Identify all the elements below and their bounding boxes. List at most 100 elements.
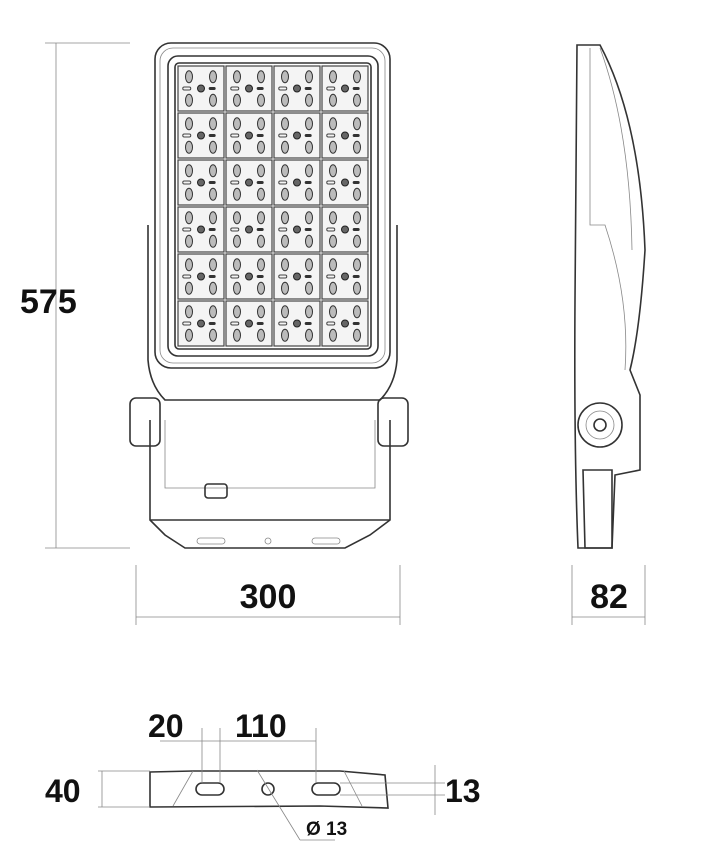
led-module [177, 112, 225, 159]
led-lens [305, 281, 313, 295]
led-lens [257, 234, 265, 248]
led-lens [329, 281, 337, 295]
led-center [293, 131, 301, 140]
led-lens [209, 187, 217, 201]
led-center [245, 84, 253, 93]
led-lens [233, 281, 241, 295]
led-lens [233, 140, 241, 154]
width-dimension: 300 [240, 578, 297, 616]
led-lens [305, 234, 313, 248]
led-lens [329, 234, 337, 248]
led-lens [305, 140, 313, 154]
height-dimension: 575 [20, 283, 77, 321]
led-module [225, 112, 273, 159]
led-lens [257, 93, 265, 107]
led-module [177, 300, 225, 347]
led-lens [257, 70, 265, 84]
bracket-detail [98, 728, 445, 841]
led-module [273, 300, 321, 347]
led-lens [257, 187, 265, 201]
led-module [225, 253, 273, 300]
led-center [197, 131, 205, 140]
led-module [321, 112, 369, 159]
led-lens [185, 70, 193, 84]
led-lens [353, 140, 361, 154]
led-lens [353, 164, 361, 178]
led-lens [257, 117, 265, 131]
led-lens [329, 305, 337, 319]
led-module [273, 206, 321, 253]
led-module [273, 65, 321, 112]
led-lens [281, 234, 289, 248]
led-lens [233, 164, 241, 178]
led-lens [305, 187, 313, 201]
led-lens [185, 140, 193, 154]
led-center [245, 178, 253, 187]
led-lens [209, 305, 217, 319]
bracket-height-dimension: 40 [45, 773, 81, 809]
led-lens [281, 70, 289, 84]
led-lens [281, 187, 289, 201]
led-lens [305, 117, 313, 131]
led-module [225, 65, 273, 112]
led-lens [257, 164, 265, 178]
led-lens [185, 211, 193, 225]
led-lens [305, 328, 313, 342]
slot-left [195, 782, 225, 796]
led-lens [233, 328, 241, 342]
led-lens [281, 140, 289, 154]
side-profile [574, 44, 646, 549]
led-lens [209, 281, 217, 295]
led-lens [209, 234, 217, 248]
led-module [177, 253, 225, 300]
led-lens [353, 328, 361, 342]
slot-right [311, 782, 341, 796]
panel-frame [167, 55, 379, 357]
led-lens [329, 258, 337, 272]
led-center [245, 131, 253, 140]
led-center [293, 225, 301, 234]
led-lens [353, 187, 361, 201]
led-module [273, 159, 321, 206]
led-lens [209, 70, 217, 84]
led-lens [257, 281, 265, 295]
led-lens [185, 258, 193, 272]
led-lens [281, 328, 289, 342]
led-lens [257, 258, 265, 272]
cable-gland [204, 483, 228, 499]
led-module [177, 159, 225, 206]
led-center [293, 84, 301, 93]
led-lens [209, 328, 217, 342]
led-lens [353, 211, 361, 225]
led-center [341, 319, 349, 328]
led-lens [185, 164, 193, 178]
led-center [245, 319, 253, 328]
led-module [273, 253, 321, 300]
led-lens [209, 211, 217, 225]
led-center [197, 178, 205, 187]
led-lens [305, 258, 313, 272]
led-lens [257, 140, 265, 154]
led-lens [281, 117, 289, 131]
led-lens [329, 211, 337, 225]
led-center [245, 272, 253, 281]
led-lens [185, 328, 193, 342]
led-lens [281, 305, 289, 319]
led-lens [257, 211, 265, 225]
led-lens [233, 187, 241, 201]
led-lens [185, 281, 193, 295]
led-center [197, 84, 205, 93]
led-center [341, 178, 349, 187]
center-hole [261, 782, 275, 796]
led-lens [329, 164, 337, 178]
right-knob [377, 397, 409, 447]
led-lens [329, 140, 337, 154]
led-center [197, 272, 205, 281]
led-lens [353, 117, 361, 131]
led-module [321, 206, 369, 253]
led-lens [329, 187, 337, 201]
led-lens [305, 164, 313, 178]
left-knob [129, 397, 161, 447]
